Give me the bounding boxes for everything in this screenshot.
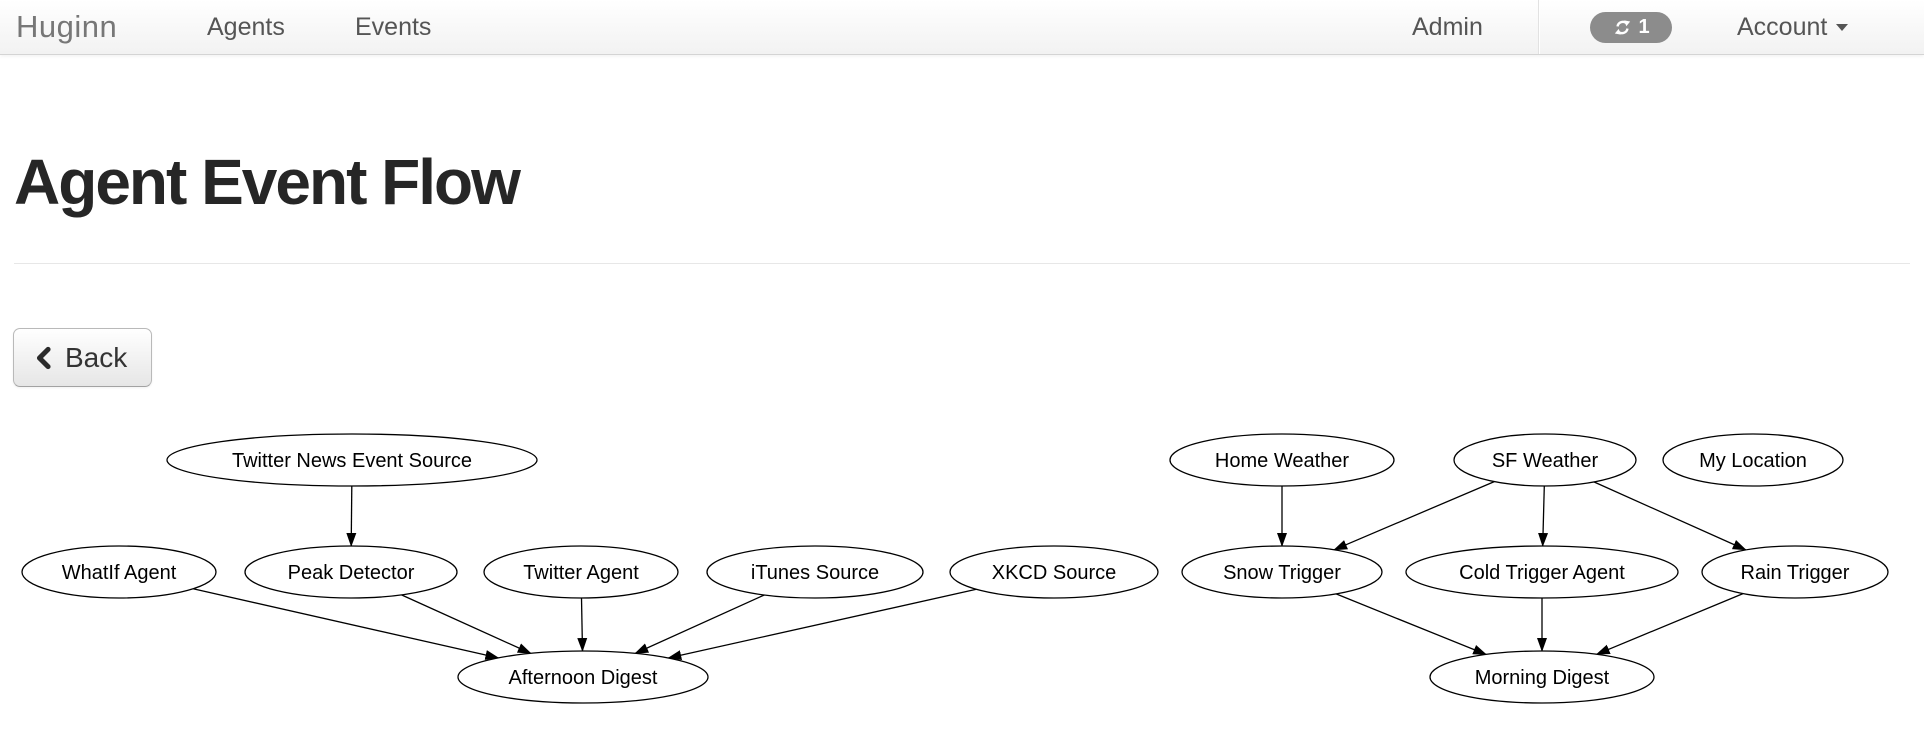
account-menu[interactable]: Account — [1737, 0, 1849, 54]
back-button[interactable]: Back — [13, 328, 153, 387]
graph-edge-sf-weather--rain-trigger — [1593, 481, 1747, 551]
graph-node-whatif-agent: WhatIf Agent — [21, 545, 217, 599]
graph-node-cold-trigger-agent: Cold Trigger Agent — [1405, 545, 1679, 599]
graph-edge-twitter-agent--afternoon-digest — [577, 597, 588, 652]
graph-edge-snow-trigger--morning-digest — [1335, 593, 1488, 656]
graph-node-sf-weather: SF Weather — [1453, 433, 1637, 487]
account-menu-label: Account — [1737, 12, 1828, 41]
graph-edge-sf-weather--snow-trigger — [1333, 481, 1495, 551]
chevron-down-icon — [1836, 23, 1849, 31]
graph-node-home-weather: Home Weather — [1169, 433, 1395, 487]
graph-edge-whatif-agent--afternoon-digest — [192, 588, 500, 660]
graph-edge-sf-weather--cold-trigger-agent — [1538, 485, 1549, 547]
graph-node-my-location: My Location — [1662, 433, 1844, 487]
graph-node-label: Twitter News Event Source — [232, 450, 472, 472]
agent-event-flow-diagram: Twitter News Event Source Home Weather SF … — [21, 433, 1889, 704]
graph-node-label: My Location — [1699, 450, 1807, 472]
graph-node-label: iTunes Source — [751, 562, 879, 584]
navbar-divider — [1538, 0, 1540, 54]
graph-node-label: WhatIf Agent — [62, 562, 177, 584]
graph-node-label: SF Weather — [1492, 450, 1599, 472]
graph-node-afternoon-digest: Afternoon Digest — [457, 650, 709, 704]
job-count-label: 1 — [1638, 16, 1650, 38]
graph-node-morning-digest: Morning Digest — [1429, 650, 1655, 704]
graph-node-label: Rain Trigger — [1741, 562, 1850, 584]
admin-link[interactable]: Admin — [1412, 12, 1483, 41]
graph-edge-twitter-news-event-source--peak-detector — [346, 485, 357, 547]
chevron-left-icon — [34, 345, 54, 371]
graph-node-twitter-news-event-source: Twitter News Event Source — [166, 433, 538, 487]
heading-rule — [14, 263, 1910, 264]
refresh-icon — [1612, 17, 1633, 38]
navbar: Huginn Agents Events Admin 1 Account — [0, 0, 1924, 55]
nav-item-events[interactable]: Events — [355, 12, 432, 41]
brand-link[interactable]: Huginn — [16, 9, 118, 44]
back-button-label: Back — [65, 341, 128, 373]
graph-node-rain-trigger: Rain Trigger — [1701, 545, 1889, 599]
graph-node-xkcd-source: XKCD Source — [949, 545, 1159, 599]
graph-node-label: Afternoon Digest — [509, 667, 658, 689]
graph-edge-rain-trigger--morning-digest — [1595, 592, 1744, 655]
graph-node-label: Twitter Agent — [523, 562, 639, 584]
graph-node-twitter-agent: Twitter Agent — [483, 545, 679, 599]
page-title: Agent Event Flow — [14, 146, 521, 218]
graph-node-label: Home Weather — [1215, 450, 1349, 472]
graph-node-label: Snow Trigger — [1223, 562, 1341, 584]
graph-node-label: XKCD Source — [992, 562, 1117, 584]
graph-node-label: Cold Trigger Agent — [1459, 562, 1625, 584]
graph-node-itunes-source: iTunes Source — [706, 545, 924, 599]
job-count-badge[interactable]: 1 — [1590, 12, 1672, 43]
nav-item-agents[interactable]: Agents — [207, 12, 285, 41]
graph-edge-xkcd-source--afternoon-digest — [667, 588, 977, 661]
graph-edge-peak-detector--afternoon-digest — [401, 594, 532, 654]
graph-node-snow-trigger: Snow Trigger — [1181, 545, 1383, 599]
graph-node-label: Morning Digest — [1475, 667, 1610, 689]
graph-edge-itunes-source--afternoon-digest — [634, 594, 765, 654]
graph-node-label: Peak Detector — [288, 562, 415, 584]
graph-node-peak-detector: Peak Detector — [244, 545, 458, 599]
